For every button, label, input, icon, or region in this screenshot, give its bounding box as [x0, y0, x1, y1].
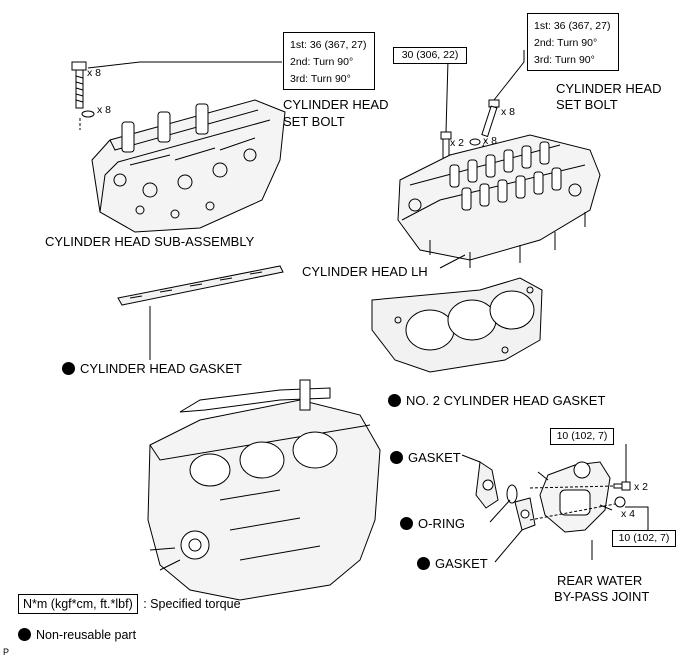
qty-bolt-30: x 2: [450, 137, 465, 149]
torque-spec-box-left: 1st: 36 (367, 27) 2nd: Turn 90° 3rd: Tur…: [283, 32, 375, 90]
cylinder-head-lh-icon: [397, 134, 601, 268]
torque-spec-box-right: 1st: 36 (367, 27) 2nd: Turn 90° 3rd: Tur…: [527, 13, 619, 71]
o-ring-icon: [506, 484, 518, 504]
legend-torque-unit-box: N*m (kgf*cm, ft.*lbf): [18, 594, 138, 614]
left-washer-icon: [81, 110, 95, 118]
label-gasket-top: GASKET: [390, 450, 461, 465]
label-cyl-head-set-bolt-right-2: SET BOLT: [556, 97, 618, 112]
qty-washer-left: x 8: [97, 104, 112, 116]
rear-water-bypass-joint-icon: [537, 461, 613, 533]
torque-spec-left-line-2: 2nd: Turn 90°: [290, 56, 354, 68]
label-rear-water-bypass-1: REAR WATER: [557, 573, 643, 588]
cylinder-head-gasket-icon: [117, 265, 284, 306]
label-no2-cylinder-head-gasket-text: NO. 2 CYLINDER HEAD GASKET: [406, 393, 606, 408]
non-reusable-dot-icon: [62, 362, 75, 375]
qty-bolt-10b: x 4: [621, 508, 636, 520]
qty-bolt-left: x 8: [87, 67, 102, 79]
legend-non-reusable-text: Non-reusable part: [36, 628, 137, 642]
label-gasket-bottom: GASKET: [417, 556, 488, 571]
non-reusable-dot-icon: [400, 517, 413, 530]
torque-spec-right-line-3: 3rd: Turn 90°: [534, 54, 595, 66]
non-reusable-dot-icon: [390, 451, 403, 464]
label-o-ring-text: O-RING: [418, 516, 465, 531]
cylinder-head-sub-assembly-icon: [91, 99, 286, 233]
corner-mark: P: [3, 647, 10, 657]
label-cylinder-head-gasket: CYLINDER HEAD GASKET: [62, 361, 242, 376]
torque-spec-left-line-3: 3rd: Turn 90°: [290, 73, 351, 85]
legend-non-reusable: Non-reusable part: [18, 628, 136, 643]
legend-torque: N*m (kgf*cm, ft.*lbf) : Specified torque: [18, 594, 241, 614]
label-cylinder-head-sub-assembly: CYLINDER HEAD SUB-ASSEMBLY: [45, 234, 255, 249]
label-no2-cylinder-head-gasket: NO. 2 CYLINDER HEAD GASKET: [388, 393, 605, 408]
left-set-bolt-icon: [71, 61, 87, 109]
label-cyl-head-set-bolt-left-1: CYLINDER HEAD: [283, 97, 389, 112]
non-reusable-dot-icon: [18, 628, 31, 641]
label-cylinder-head-gasket-text: CYLINDER HEAD GASKET: [80, 361, 242, 376]
legend-torque-desc: : Specified torque: [143, 597, 241, 611]
torque-spec-10b-box: 10 (102, 7): [612, 530, 676, 547]
engine-block-icon: [147, 379, 381, 601]
right-washer-icon: [469, 138, 481, 146]
label-cyl-head-set-bolt-left-2: SET BOLT: [283, 114, 345, 129]
non-reusable-dot-icon: [388, 394, 401, 407]
right-set-bolt-icon: [481, 99, 500, 138]
gasket-top-icon: [475, 461, 499, 509]
torque-spec-right-line-1: 1st: 36 (367, 27): [534, 20, 611, 32]
label-cylinder-head-lh: CYLINDER HEAD LH: [302, 264, 428, 279]
bolt-10b-icon: [614, 496, 626, 508]
non-reusable-dot-icon: [417, 557, 430, 570]
gasket-bottom-icon: [514, 497, 536, 531]
label-gasket-bottom-text: GASKET: [435, 556, 488, 571]
torque-spec-10a-box: 10 (102, 7): [550, 428, 614, 445]
label-o-ring: O-RING: [400, 516, 465, 531]
label-gasket-top-text: GASKET: [408, 450, 461, 465]
qty-bolt-right: x 8: [501, 106, 516, 118]
torque-spec-30-box: 30 (306, 22): [393, 47, 467, 64]
bolt-10a-icon: [613, 481, 631, 491]
label-rear-water-bypass-2: BY-PASS JOINT: [554, 589, 650, 604]
torque-spec-right-line-2: 2nd: Turn 90°: [534, 37, 598, 49]
no2-cylinder-head-gasket-icon: [371, 277, 543, 373]
qty-washer-right: x 8: [483, 135, 498, 147]
torque-spec-left-line-1: 1st: 36 (367, 27): [290, 39, 367, 51]
qty-bolt-10a: x 2: [634, 481, 649, 493]
label-cyl-head-set-bolt-right-1: CYLINDER HEAD: [556, 81, 662, 96]
